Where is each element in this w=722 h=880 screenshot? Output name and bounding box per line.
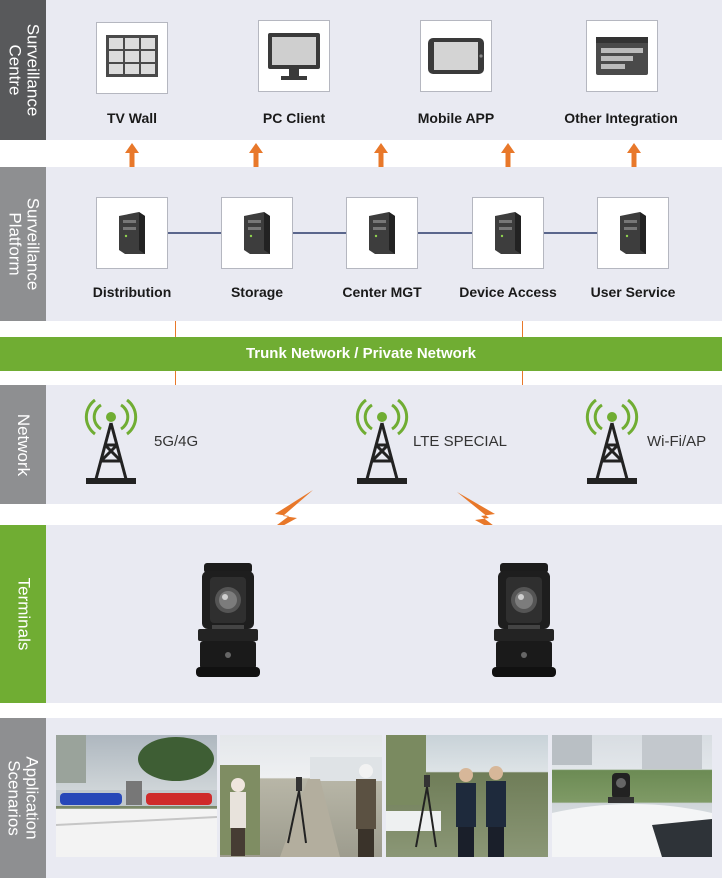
tv-wall-icon — [106, 35, 158, 77]
trunk-connector — [522, 321, 523, 337]
cell-tower-icon — [84, 399, 138, 484]
network-wifi-label: Wi-Fi/AP — [647, 433, 707, 450]
trunk-network-bar: Trunk Network / Private Network — [0, 337, 722, 371]
trunk-connector — [175, 371, 176, 385]
server-icon — [119, 212, 145, 254]
mobile-app-label: Mobile APP — [417, 110, 495, 126]
scenario-photo-security-guards — [386, 735, 548, 857]
scenario-photo-road-tripod — [220, 735, 382, 857]
mobile-app-box — [420, 20, 492, 92]
server-icon — [495, 212, 521, 254]
surveillance-platform-label: Surveillance Platform — [0, 167, 46, 321]
tv-wall-label: TV Wall — [106, 110, 158, 126]
cell-tower-icon — [585, 399, 639, 484]
other-integration-label: Other Integration — [564, 110, 678, 126]
ptz-camera-icon — [196, 563, 260, 677]
distribution-label: Distribution — [92, 284, 172, 300]
center-mgt-label: Center MGT — [342, 284, 422, 300]
network-label: Network — [0, 385, 46, 504]
tv-wall-box — [96, 22, 168, 94]
terminals-label: Terminals — [0, 525, 46, 703]
center-mgt-box — [346, 197, 418, 269]
surveillance-centre-band: Surveillance Centre TV Wall PC Client Mo… — [0, 0, 722, 140]
scenario-photo-police-car — [56, 735, 217, 857]
surveillance-centre-label: Surveillance Centre — [0, 0, 46, 140]
network-band: Network 5G/4G LTE SPECIAL — [0, 385, 722, 504]
pc-client-box — [258, 20, 330, 92]
server-icon — [244, 212, 270, 254]
server-icon — [620, 212, 646, 254]
application-scenarios-label: Application Scenarios — [0, 718, 46, 878]
network-lte-label: LTE SPECIAL — [413, 433, 507, 450]
trunk-connector — [522, 371, 523, 385]
network-5g-label: 5G/4G — [154, 433, 199, 450]
trunk-connector — [175, 321, 176, 337]
pc-client-label: PC Client — [262, 110, 326, 126]
ptz-camera-icon — [492, 563, 556, 677]
server-icon — [369, 212, 395, 254]
cell-tower-icon — [355, 399, 409, 484]
other-integration-box — [586, 20, 658, 92]
monitor-icon — [268, 33, 320, 80]
terminals-band: Terminals — [0, 525, 722, 703]
tablet-icon — [428, 38, 484, 74]
device-access-label: Device Access — [459, 284, 557, 300]
storage-label: Storage — [230, 284, 284, 300]
surveillance-platform-band: Surveillance Platform Distribution Stora… — [0, 167, 722, 321]
user-service-label: User Service — [590, 284, 676, 300]
scenario-photo-car-roof-camera — [552, 735, 712, 857]
lightning-icon — [457, 492, 515, 542]
integration-screen-icon — [596, 37, 648, 75]
